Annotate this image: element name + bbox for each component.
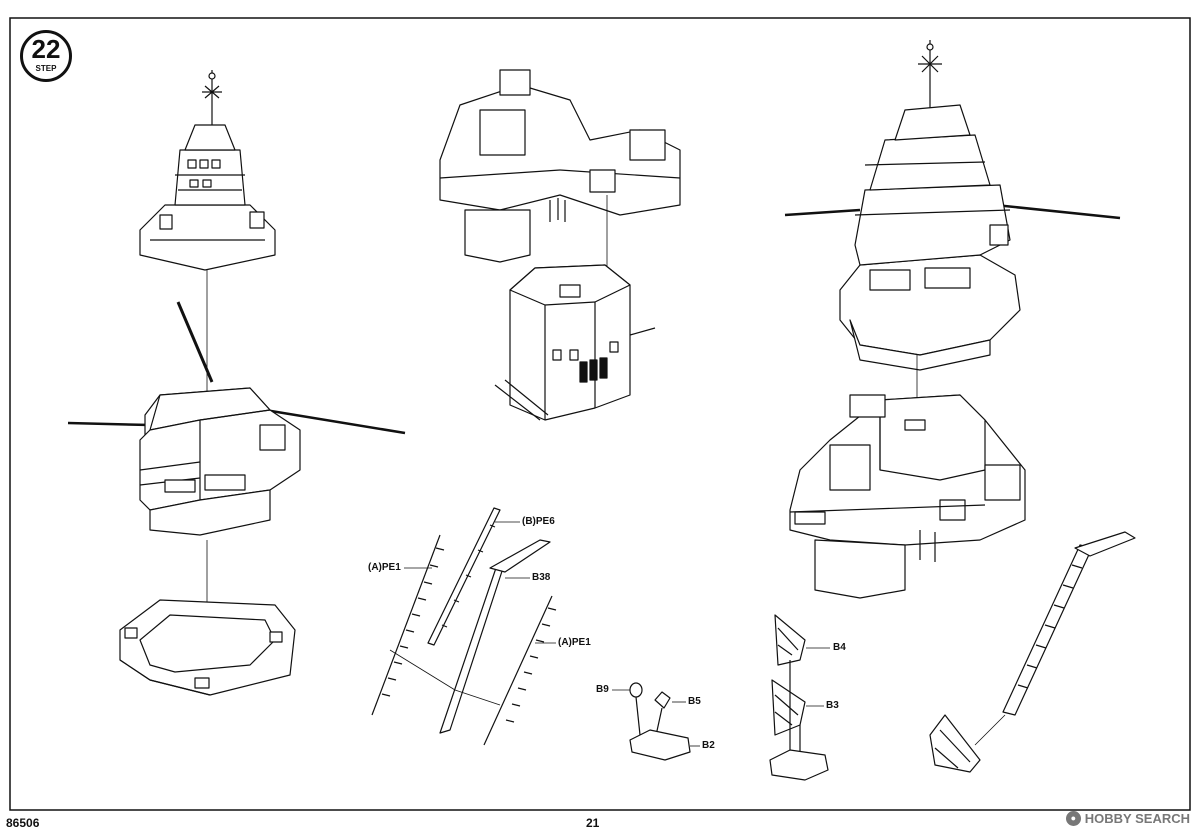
hobby-search-logo-icon: ● — [1065, 811, 1081, 826]
label-b4: B4 — [833, 642, 846, 653]
small-parts-b2-b5-b9 — [612, 682, 700, 761]
bracket-parts-b3-b4 — [769, 614, 830, 781]
left-bottom-plate — [119, 599, 296, 696]
watermark: ● HOBBY SEARCH — [1065, 811, 1190, 826]
center-top-deck — [439, 69, 681, 263]
step-word: STEP — [35, 64, 57, 73]
left-middle-base — [67, 301, 406, 536]
right-upper-tower — [784, 40, 1121, 371]
crane-boom — [929, 531, 1136, 773]
right-lower-base — [789, 394, 1026, 599]
label-b9: B9 — [596, 684, 609, 695]
step-number: 22 — [31, 34, 61, 64]
center-block — [494, 264, 656, 421]
catalog-number: 86506 — [6, 816, 40, 830]
label-b3: B3 — [826, 700, 839, 711]
label-b5: B5 — [688, 696, 701, 707]
page-number: 21 — [586, 816, 600, 830]
label-pe6: (B)PE6 — [522, 516, 555, 527]
page-frame — [9, 17, 1191, 811]
ladder-parts — [371, 507, 557, 746]
left-upper-tower — [139, 70, 276, 271]
step-badge: 22 STEP — [20, 30, 72, 82]
label-b2: B2 — [702, 740, 715, 751]
label-pe1-left: (A)PE1 — [368, 562, 401, 573]
label-b38: B38 — [532, 572, 551, 583]
watermark-text: HOBBY SEARCH — [1084, 811, 1190, 826]
label-pe1-right: (A)PE1 — [558, 637, 591, 648]
